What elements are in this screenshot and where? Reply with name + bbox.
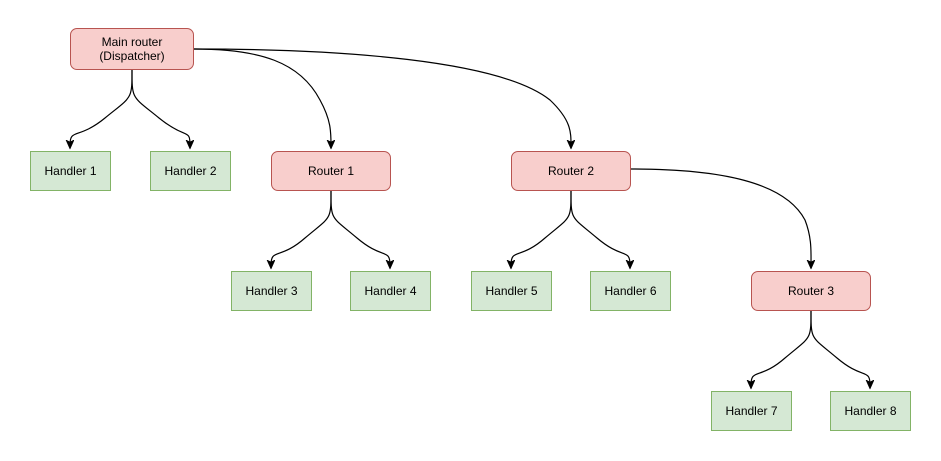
node-handler-8[interactable]: Handler 8 [830, 391, 911, 431]
edge-router-3-to-handler-8 [810, 310, 870, 385]
node-label-router-2: Router 2 [547, 164, 595, 178]
edges-group [70, 48, 870, 385]
edge-router-3-to-handler-7 [751, 310, 812, 385]
node-router-2[interactable]: Router 2 [511, 151, 631, 191]
node-router-3[interactable]: Router 3 [751, 271, 871, 311]
node-handler-4[interactable]: Handler 4 [350, 271, 431, 311]
node-label-handler-8: Handler 8 [844, 404, 897, 418]
node-label-handler-2: Handler 2 [164, 164, 217, 178]
edge-main-to-router-1 [193, 48, 331, 145]
edge-router-2-to-handler-6 [570, 190, 630, 265]
node-handler-2[interactable]: Handler 2 [150, 151, 231, 191]
edge-main-to-handler-2 [131, 69, 190, 145]
node-label-handler-5: Handler 5 [485, 284, 538, 298]
node-label-handler-3: Handler 3 [245, 284, 298, 298]
node-label-handler-7: Handler 7 [725, 404, 778, 418]
node-handler-7[interactable]: Handler 7 [711, 391, 792, 431]
edge-router-1-to-handler-4 [330, 190, 390, 265]
edge-main-to-handler-1 [70, 69, 133, 145]
node-main-router[interactable]: Main router (Dispatcher) [70, 28, 194, 70]
edge-main-to-router-2 [193, 48, 571, 145]
edge-router-2-to-handler-5 [511, 190, 572, 265]
node-handler-3[interactable]: Handler 3 [231, 271, 312, 311]
node-handler-5[interactable]: Handler 5 [471, 271, 552, 311]
node-label-router-3: Router 3 [787, 284, 835, 298]
node-label-handler-1: Handler 1 [44, 164, 97, 178]
node-label-handler-6: Handler 6 [604, 284, 657, 298]
edge-router-2-to-router-3 [630, 168, 811, 265]
edge-router-1-to-handler-3 [271, 190, 332, 265]
node-router-1[interactable]: Router 1 [271, 151, 391, 191]
node-handler-1[interactable]: Handler 1 [30, 151, 111, 191]
node-label-handler-4: Handler 4 [364, 284, 417, 298]
node-handler-6[interactable]: Handler 6 [590, 271, 671, 311]
node-label-main-router: Main router (Dispatcher) [99, 35, 165, 63]
node-label-router-1: Router 1 [307, 164, 355, 178]
